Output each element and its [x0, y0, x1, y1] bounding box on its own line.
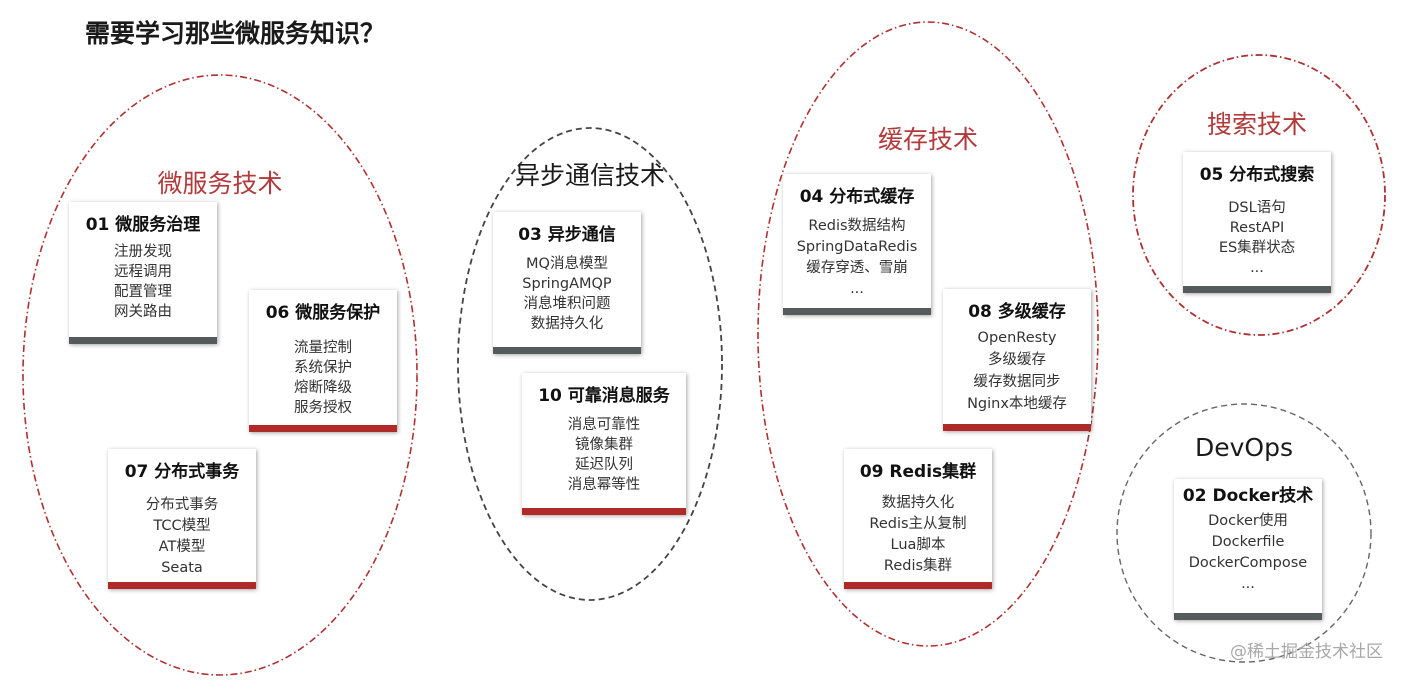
- card-item: SpringAMQP: [522, 276, 612, 292]
- card-item: 网关路由: [114, 304, 172, 320]
- card-bar: [69, 337, 217, 344]
- card-bar: [1183, 286, 1331, 293]
- card-item: 缓存数据同步: [973, 374, 1061, 390]
- card-item: 数据持久化: [881, 495, 955, 511]
- card-bar: [783, 308, 931, 315]
- card-item: OpenResty: [977, 330, 1057, 346]
- card-bar: [249, 425, 397, 432]
- card-item: 多级缓存: [988, 352, 1046, 368]
- card-item: MQ消息模型: [526, 256, 608, 272]
- card-title: 02 Docker技术: [1182, 486, 1314, 506]
- card-title: 01 微服务治理: [85, 215, 201, 235]
- card-item: 延迟队列: [575, 457, 633, 473]
- oval-async: [457, 127, 723, 601]
- card-item: AT模型: [158, 539, 206, 555]
- card-item: ES集群状态: [1218, 240, 1296, 256]
- group-label-cache: 缓存技术: [877, 125, 979, 154]
- card-item: 系统保护: [294, 360, 352, 376]
- card-item: Dockerfile: [1211, 534, 1285, 550]
- card-item: ...: [1250, 260, 1264, 276]
- card-reliable-messaging: 10 可靠消息服务 消息可靠性 镜像集群 延迟队列 消息幂等性: [522, 373, 686, 515]
- card-title: 06 微服务保护: [265, 303, 381, 323]
- card-title: 10 可靠消息服务: [538, 386, 670, 406]
- card-microservice-protection: 06 微服务保护 流量控制 系统保护 熔断降级 服务授权: [249, 290, 397, 432]
- card-title: 03 异步通信: [518, 225, 616, 245]
- card-title: 08 多级缓存: [968, 302, 1066, 322]
- card-item: ...: [1241, 576, 1255, 592]
- card-item: 镜像集群: [575, 437, 633, 453]
- card-item: 服务授权: [294, 400, 352, 416]
- card-title: 07 分布式事务: [124, 462, 240, 482]
- card-item: 分布式事务: [145, 497, 219, 513]
- oval-search: [1132, 54, 1386, 336]
- card-title: 04 分布式缓存: [799, 187, 915, 207]
- card-bar: [493, 347, 641, 354]
- card-item: DSL语句: [1228, 200, 1286, 216]
- card-item: Docker使用: [1208, 513, 1288, 529]
- card-item: 消息幂等性: [567, 477, 641, 493]
- card-item: DockerCompose: [1188, 555, 1308, 571]
- card-bar: [522, 508, 686, 515]
- card-item: Seata: [161, 560, 203, 576]
- card-item: 熔断降级: [294, 380, 352, 396]
- card-item: SpringDataRedis: [796, 239, 918, 255]
- card-docker: 02 Docker技术 Docker使用 Dockerfile DockerCo…: [1174, 479, 1322, 620]
- card-redis-cluster: 09 Redis集群 数据持久化 Redis主从复制 Lua脚本 Redis集群: [844, 449, 992, 589]
- card-item: Lua脚本: [890, 537, 946, 553]
- group-label-devops: DevOps: [1195, 433, 1293, 462]
- card-item: 数据持久化: [530, 316, 604, 332]
- card-item: 注册发现: [114, 244, 172, 260]
- group-label-async: 异步通信技术: [514, 161, 666, 190]
- card-item: Redis集群: [883, 558, 953, 574]
- oval-devops: [1116, 403, 1372, 663]
- watermark: @稀土掘金技术社区: [1230, 642, 1383, 662]
- card-multilevel-cache: 08 多级缓存 OpenResty 多级缓存 缓存数据同步 Nginx本地缓存: [943, 289, 1091, 431]
- card-distributed-transaction: 07 分布式事务 分布式事务 TCC模型 AT模型 Seata: [108, 449, 256, 589]
- page-title: 需要学习那些微服务知识？: [85, 19, 386, 48]
- group-label-microservice: 微服务技术: [157, 169, 283, 198]
- group-label-search: 搜索技术: [1206, 110, 1308, 139]
- card-bar: [108, 582, 256, 589]
- card-item: 配置管理: [114, 284, 172, 300]
- card-item: 远程调用: [114, 264, 172, 280]
- card-title: 05 分布式搜索: [1199, 165, 1315, 185]
- card-distributed-cache: 04 分布式缓存 Redis数据结构 SpringDataRedis 缓存穿透、…: [783, 174, 931, 315]
- oval-microservice: [22, 74, 418, 676]
- card-distributed-search: 05 分布式搜索 DSL语句 RestAPI ES集群状态 ...: [1183, 152, 1331, 293]
- card-item: ...: [850, 281, 864, 297]
- card-bar: [943, 424, 1091, 431]
- card-item: 消息可靠性: [567, 417, 641, 433]
- card-item: Redis主从复制: [869, 516, 967, 532]
- card-title: 09 Redis集群: [859, 462, 977, 482]
- card-item: Redis数据结构: [808, 218, 906, 234]
- card-item: 流量控制: [294, 340, 352, 356]
- card-item: 缓存穿透、雪崩: [806, 260, 908, 276]
- card-item: Nginx本地缓存: [967, 396, 1067, 412]
- card-bar: [844, 582, 992, 589]
- card-item: RestAPI: [1229, 220, 1285, 236]
- card-item: TCC模型: [153, 518, 211, 534]
- card-async-communication: 03 异步通信 MQ消息模型 SpringAMQP 消息堆积问题 数据持久化: [493, 212, 641, 354]
- card-bar: [1174, 613, 1322, 620]
- oval-cache: [757, 21, 1099, 647]
- card-item: 消息堆积问题: [523, 296, 611, 312]
- card-microservice-governance: 01 微服务治理 注册发现 远程调用 配置管理 网关路由: [69, 202, 217, 344]
